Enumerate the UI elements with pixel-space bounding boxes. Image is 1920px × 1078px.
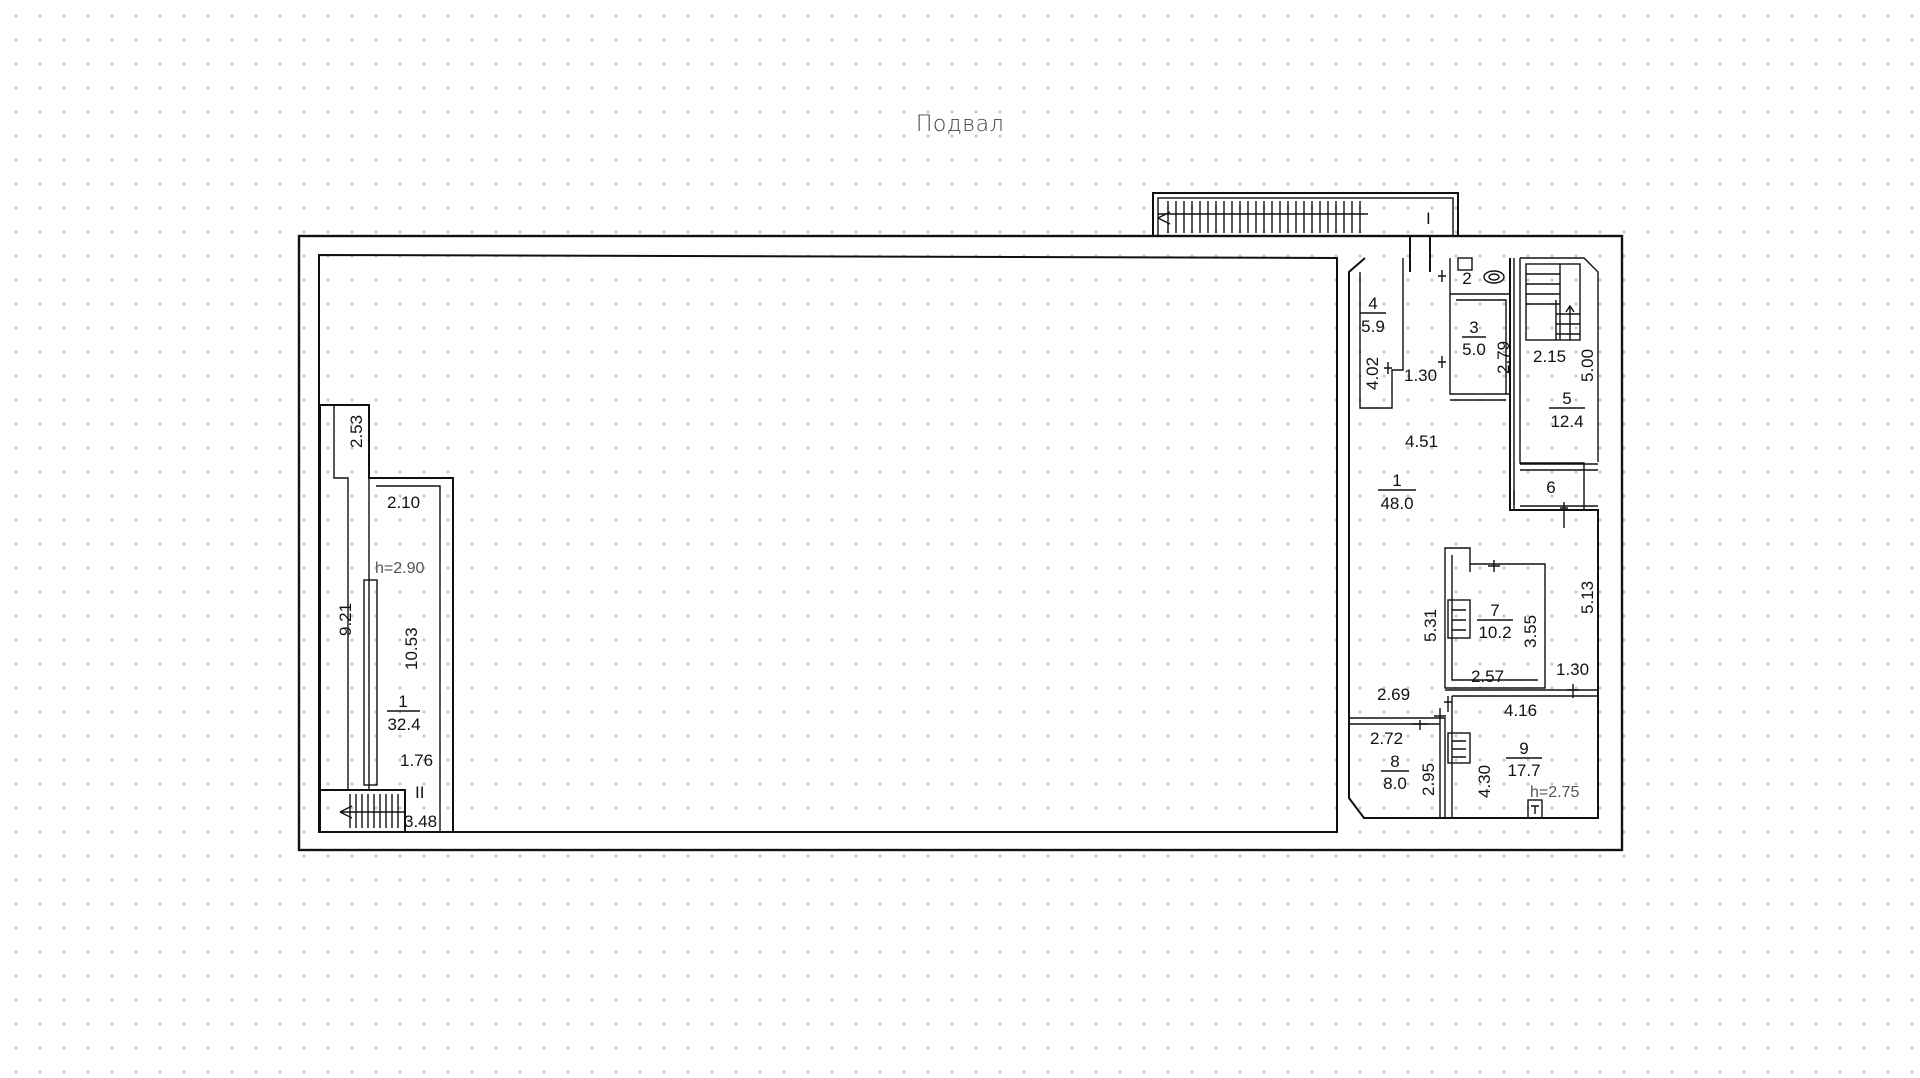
room-area: 32.4	[387, 715, 420, 734]
room-area: 8.0	[1383, 774, 1407, 793]
outer-walls	[297, 234, 1624, 852]
room-5: 5 12.4	[1549, 389, 1585, 431]
room-number: 9	[1519, 739, 1528, 758]
height-left: h=2.90	[375, 560, 424, 577]
room-area: 12.4	[1550, 412, 1583, 431]
dim-2-10: 2.10	[387, 493, 420, 512]
room-number: 7	[1490, 601, 1499, 620]
room-4: 4 5.9	[1360, 294, 1386, 336]
room-area: 5.0	[1462, 340, 1486, 359]
room-3: 3 5.0	[1462, 318, 1486, 359]
room-7: 7 10.2	[1477, 601, 1513, 642]
room-area: 5.9	[1361, 317, 1385, 336]
dim-2-15: 2.15	[1533, 347, 1566, 366]
room-area: 10.2	[1478, 623, 1511, 642]
dim-2-69: 2.69	[1377, 685, 1410, 704]
dim-2-79: 2.79	[1494, 341, 1513, 374]
stair-mark-bottom: II	[415, 783, 424, 802]
dim-10-53: 10.53	[402, 627, 421, 670]
room-number: 4	[1368, 294, 1377, 313]
dim-2-95: 2.95	[1419, 763, 1438, 796]
height-right: h=2.75	[1530, 784, 1579, 801]
room-number: 6	[1546, 478, 1555, 497]
dim-1-30-top: 1.30	[1404, 366, 1437, 385]
dim-5-00: 5.00	[1578, 349, 1597, 382]
floor-title: Подвал	[915, 112, 1005, 137]
room-number: 8	[1390, 752, 1399, 771]
room-2: 2	[1462, 269, 1471, 288]
room-number: 5	[1562, 389, 1571, 408]
room-number: 1	[398, 692, 407, 711]
dim-2-53: 2.53	[347, 415, 366, 448]
room-1: 1 48.0	[1378, 471, 1416, 513]
room-number: 2	[1462, 269, 1471, 288]
stair-mark-top: I	[1426, 209, 1431, 228]
room-area: 17.7	[1507, 761, 1540, 780]
dim-4-51: 4.51	[1405, 432, 1438, 451]
dim-5-31: 5.31	[1421, 609, 1440, 642]
room-6: 6	[1546, 478, 1555, 497]
stair-room-5	[1525, 263, 1581, 341]
dim-1-76: 1.76	[400, 751, 433, 770]
right-wing-walls	[1348, 257, 1599, 819]
top-stair	[1152, 192, 1459, 272]
dim-4-16: 4.16	[1504, 701, 1537, 720]
room-9: 9 17.7	[1506, 739, 1542, 780]
dim-9-21: 9.21	[336, 603, 355, 636]
dim-1-30-bottom: 1.30	[1556, 660, 1589, 679]
left-corridor-walls	[319, 404, 454, 833]
dim-4-30: 4.30	[1475, 765, 1494, 798]
dim-4-02: 4.02	[1363, 357, 1382, 390]
dim-3-55: 3.55	[1521, 615, 1540, 648]
room-number: 1	[1392, 471, 1401, 490]
room-8: 8 8.0	[1381, 752, 1409, 793]
room-left-1: 1 32.4	[387, 692, 421, 734]
door-marks	[1384, 270, 1579, 730]
dim-2-72: 2.72	[1370, 729, 1403, 748]
room-area: 48.0	[1380, 494, 1413, 513]
room-number: 3	[1469, 318, 1478, 337]
dim-3-48: 3.48	[404, 812, 437, 831]
dim-2-57: 2.57	[1471, 667, 1504, 686]
dim-5-13: 5.13	[1578, 581, 1597, 614]
